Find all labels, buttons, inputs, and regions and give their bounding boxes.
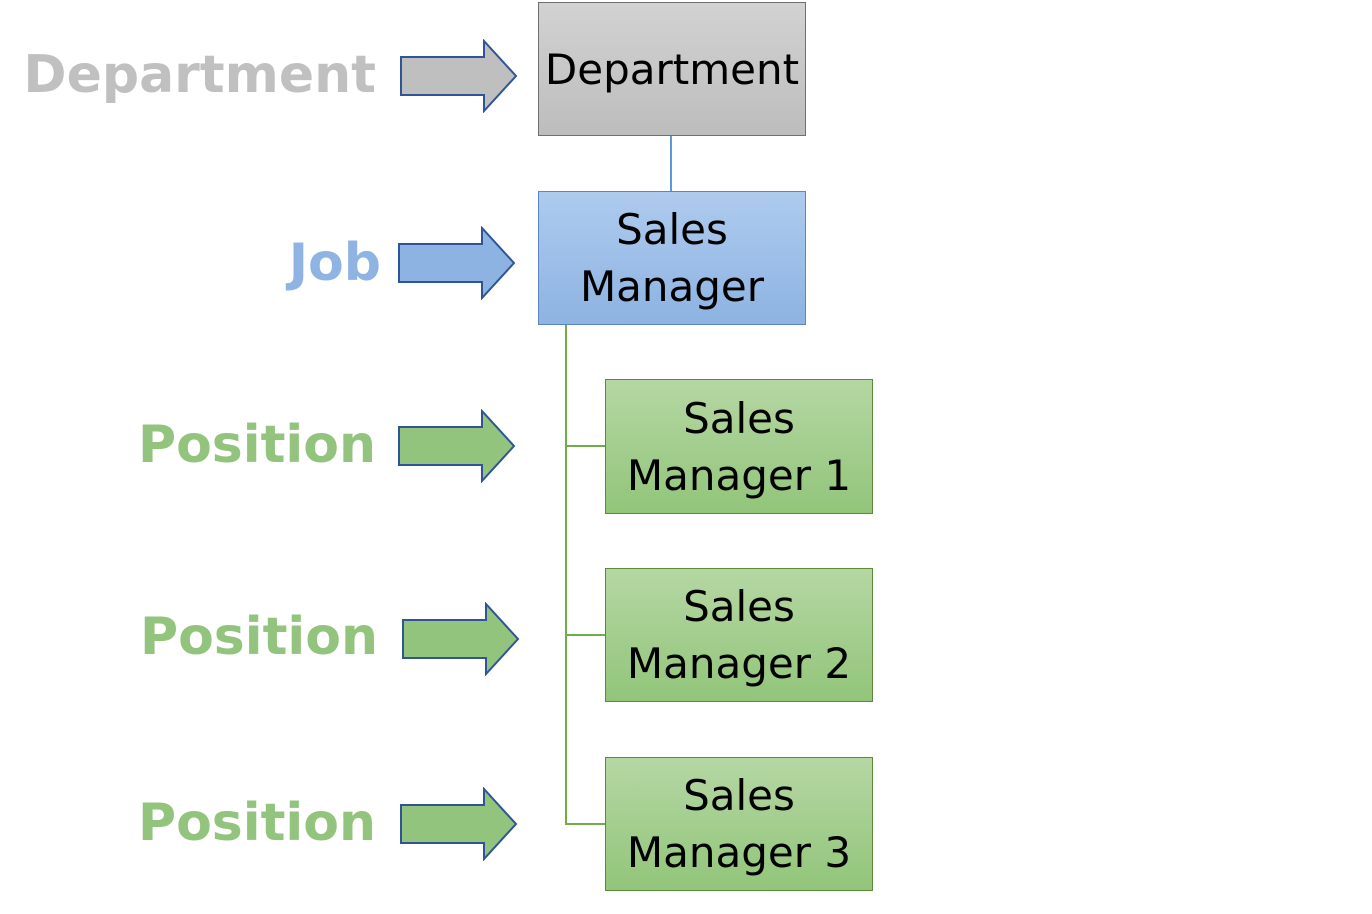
level-label-department: Department: [23, 45, 376, 105]
job-node-label-line2: Manager: [579, 262, 765, 311]
job-node-label-line1: Sales: [616, 205, 728, 254]
right-arrow-icon: [398, 39, 520, 113]
position-node-2: Sales Manager 2: [605, 568, 873, 702]
position-node-label-line2: Manager 3: [626, 828, 852, 877]
position-node-3: Sales Manager 3: [605, 757, 873, 891]
level-label-position-1: Position: [137, 415, 376, 475]
position-node-label-line1: Sales: [683, 771, 795, 820]
job-node: Sales Manager: [538, 191, 806, 325]
position-node-label-line1: Sales: [683, 393, 795, 443]
right-arrow-icon: [396, 409, 518, 483]
right-arrow-icon: [396, 226, 518, 300]
position-node-label-line1: Sales: [683, 582, 795, 631]
position-node-1: Sales Manager 1: [605, 379, 873, 514]
department-node: Department: [538, 2, 806, 136]
level-label-position-3: Position: [137, 793, 376, 853]
position-node-label-line2: Manager 1: [626, 450, 852, 500]
level-label-job: Job: [288, 233, 381, 293]
right-arrow-icon: [398, 787, 520, 861]
right-arrow-icon: [400, 602, 522, 676]
level-label-position-2: Position: [139, 607, 378, 667]
department-node-label: Department: [544, 44, 800, 94]
position-node-label-line2: Manager 2: [626, 639, 852, 688]
